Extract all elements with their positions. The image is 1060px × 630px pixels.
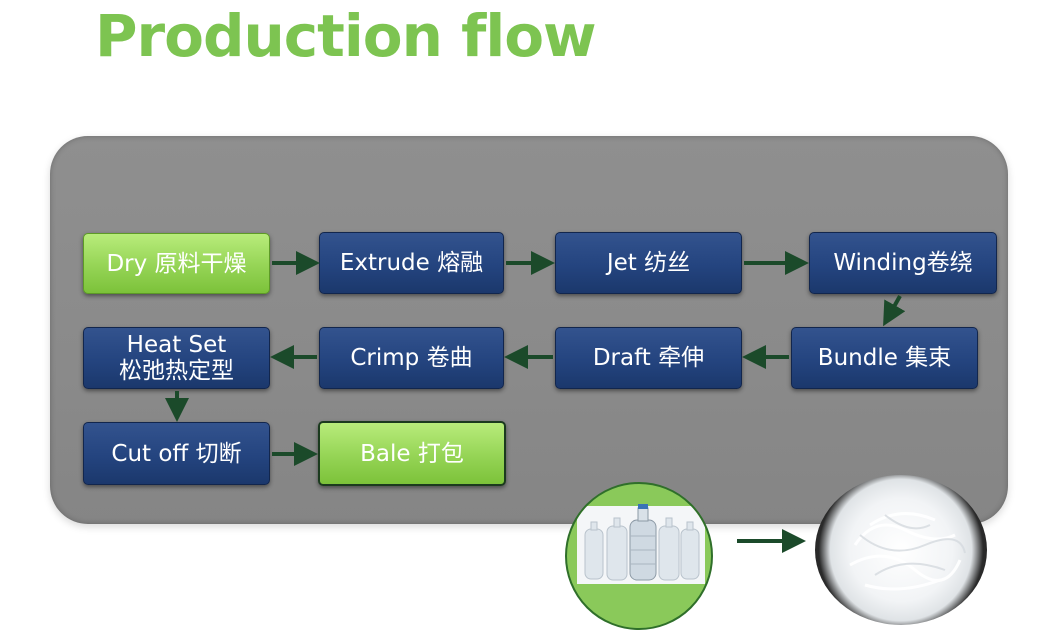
polyester-fiber-icon — [815, 475, 987, 625]
step-cutoff: Cut off 切断 — [83, 422, 270, 485]
step-extrude-label: Extrude 熔融 — [339, 250, 484, 276]
step-heatset: Heat Set 松弛热定型 — [83, 327, 270, 389]
step-draft: Draft 牵伸 — [555, 327, 742, 389]
page-title: Production flow — [95, 2, 597, 70]
step-extrude: Extrude 熔融 — [319, 232, 504, 294]
step-crimp: Crimp 卷曲 — [319, 327, 504, 389]
step-winding-label: Winding卷绕 — [833, 250, 973, 276]
arrow-winding-bundle — [883, 295, 906, 327]
plastic-bottles-icon — [565, 482, 713, 630]
step-winding: Winding卷绕 — [809, 232, 997, 294]
step-dry-label: Dry 原料干燥 — [106, 250, 247, 277]
step-cutoff-label: Cut off 切断 — [111, 440, 242, 467]
step-bundle: Bundle 集束 — [791, 327, 978, 389]
step-bale-label: Bale 打包 — [360, 440, 464, 467]
step-bundle-label: Bundle 集束 — [817, 345, 952, 371]
step-jet: Jet 纺丝 — [555, 232, 742, 294]
step-crimp-label: Crimp 卷曲 — [350, 345, 473, 371]
step-dry: Dry 原料干燥 — [83, 233, 270, 294]
step-heatset-label-en: Heat Set — [126, 332, 227, 358]
step-heatset-label-cn: 松弛热定型 — [119, 358, 234, 384]
step-draft-label: Draft 牵伸 — [592, 345, 705, 371]
step-bale: Bale 打包 — [318, 421, 506, 486]
step-jet-label: Jet 纺丝 — [606, 250, 691, 276]
